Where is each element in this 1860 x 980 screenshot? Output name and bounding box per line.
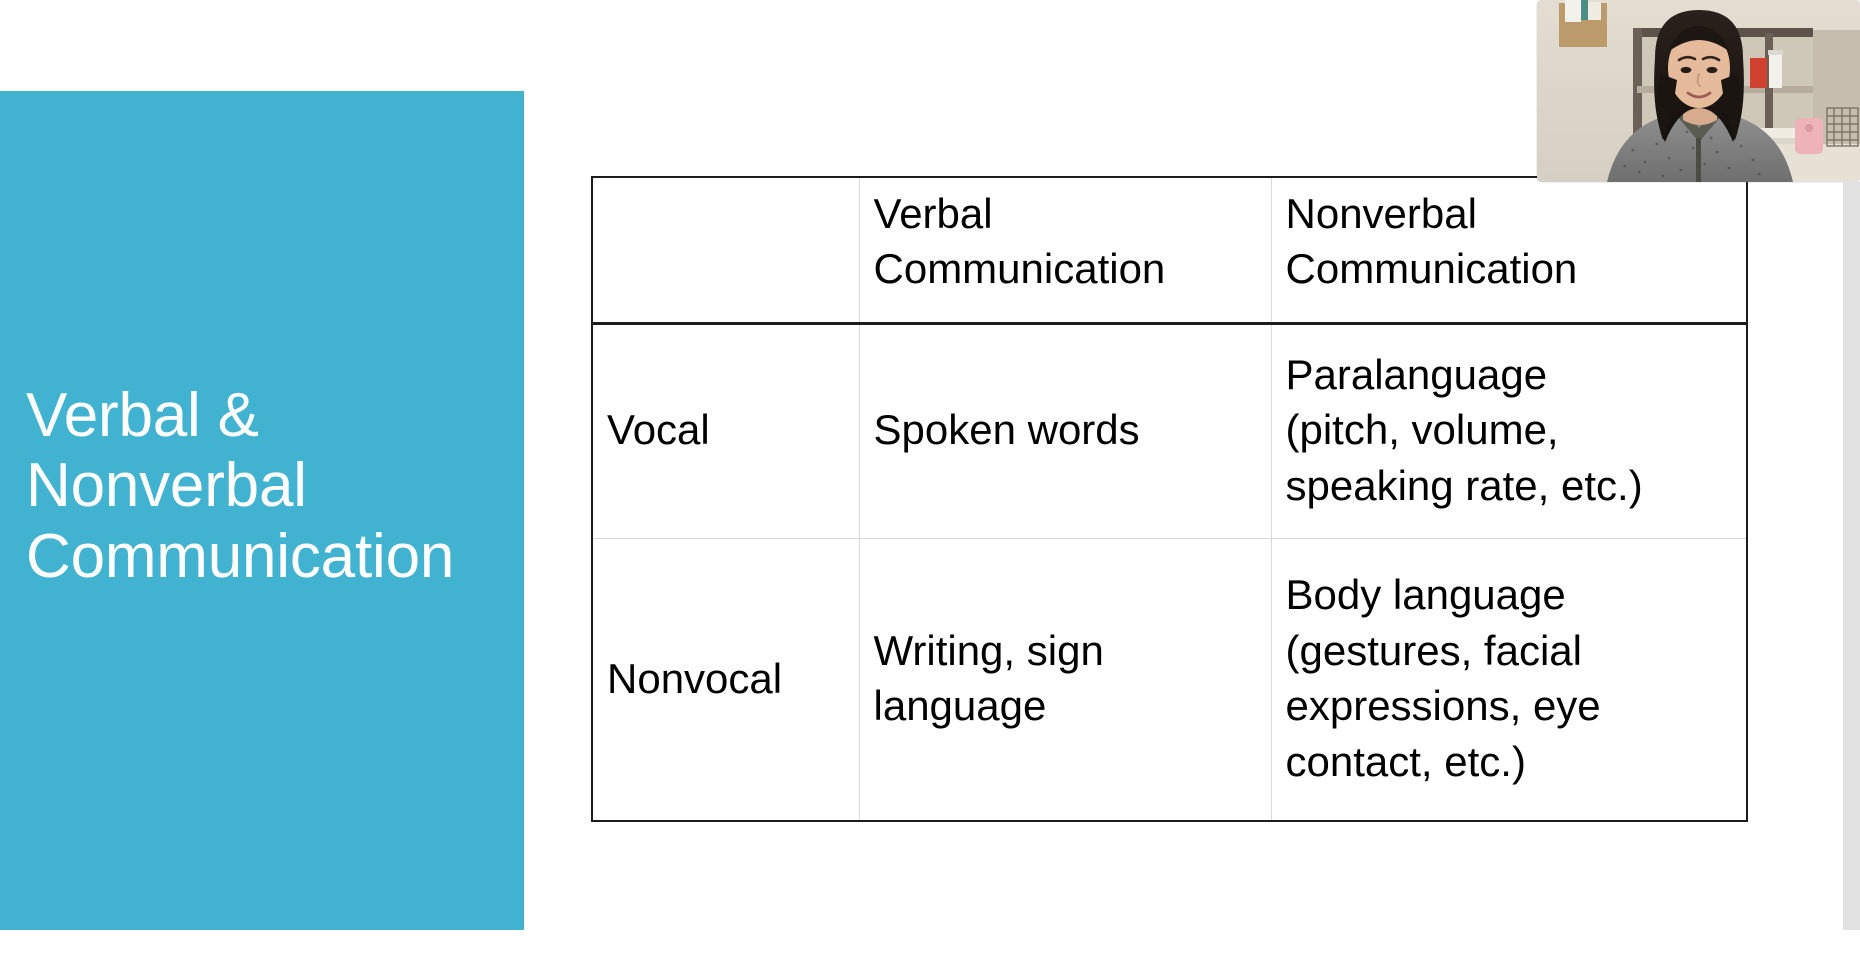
- cell-vocal-verbal-text: Spoken words: [873, 406, 1140, 454]
- table-header-nonverbal: Nonverbal Communication: [1270, 177, 1747, 325]
- table-header-verbal-label: Verbal Communication: [873, 190, 1166, 293]
- table-header-nonverbal-label: Nonverbal Communication: [1285, 190, 1578, 293]
- slide-title: Verbal & Nonverbal Communication: [26, 381, 455, 591]
- row-label-vocal-text: Vocal: [607, 406, 710, 454]
- cell-nonvocal-verbal-text: Writing, sign language: [873, 626, 1104, 730]
- cell-vocal-nonverbal-text: Paralanguage (pitch, volume, speaking ra…: [1285, 350, 1643, 509]
- comparison-table: Verbal Communication Nonverbal Communica…: [591, 176, 1748, 822]
- cell-vocal-verbal: Spoken words: [858, 322, 1272, 539]
- presenter-webcam-feed[interactable]: [1537, 0, 1860, 182]
- table-header-verbal: Verbal Communication: [858, 177, 1272, 325]
- webcam-image: [1537, 0, 1860, 182]
- row-label-nonvocal: Nonvocal: [592, 537, 860, 821]
- table-row: Nonvocal Writing, sign language Body lan…: [592, 537, 1747, 821]
- table-header-corner: [592, 177, 860, 325]
- row-label-nonvocal-text: Nonvocal: [607, 654, 783, 702]
- cell-nonvocal-nonverbal-text: Body language (gestures, facial expressi…: [1285, 571, 1601, 785]
- row-label-vocal: Vocal: [592, 322, 860, 539]
- table-header-row: Verbal Communication Nonverbal Communica…: [592, 177, 1747, 325]
- table-row: Vocal Spoken words Paralanguage (pitch, …: [592, 322, 1747, 539]
- cell-nonvocal-nonverbal: Body language (gestures, facial expressi…: [1270, 537, 1747, 821]
- cell-vocal-nonverbal: Paralanguage (pitch, volume, speaking ra…: [1270, 322, 1747, 539]
- title-panel: Verbal & Nonverbal Communication: [0, 91, 524, 930]
- cell-nonvocal-verbal: Writing, sign language: [858, 537, 1272, 821]
- scrollbar-track[interactable]: [1843, 182, 1860, 930]
